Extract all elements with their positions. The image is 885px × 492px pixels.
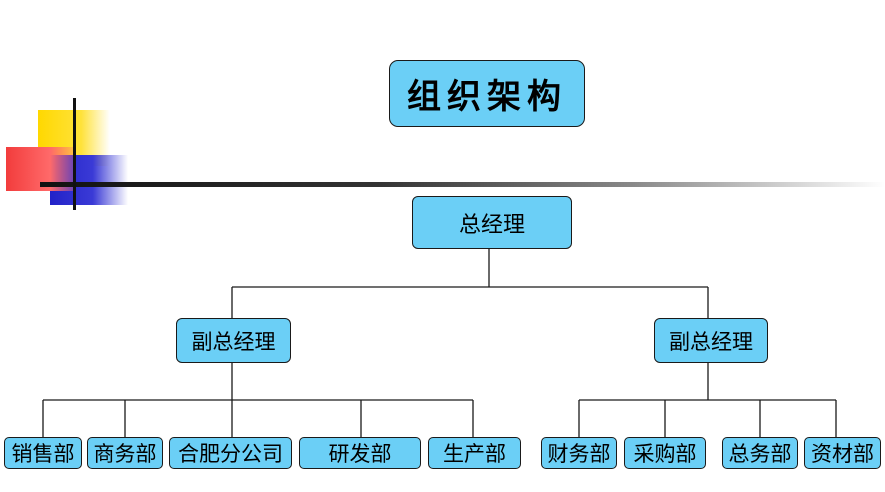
- decor-vertical-line: [73, 98, 76, 210]
- node-label: 销售部: [11, 442, 75, 466]
- node-label: 生产部: [443, 442, 506, 466]
- node-label: 副总经理: [669, 329, 753, 354]
- node-label: 商务部: [93, 442, 157, 466]
- decor-horizontal-rule: [40, 182, 885, 187]
- node-dept-finance: 财务部: [541, 437, 617, 469]
- node-dept-general-affairs: 总务部: [722, 437, 798, 469]
- title-box: 组织架构: [389, 60, 585, 127]
- node-label: 总务部: [728, 442, 792, 466]
- node-label: 采购部: [633, 442, 697, 466]
- node-general-manager: 总经理: [412, 196, 572, 249]
- node-dept-production: 生产部: [428, 437, 521, 469]
- node-label: 研发部: [328, 442, 392, 466]
- node-dept-purchasing: 采购部: [624, 437, 706, 469]
- node-vice-manager-left: 副总经理: [176, 318, 291, 363]
- node-label: 副总经理: [191, 329, 276, 354]
- node-label: 资材部: [811, 442, 874, 466]
- node-label: 总经理: [458, 212, 525, 238]
- node-dept-materials: 资材部: [804, 437, 881, 469]
- node-label: 财务部: [547, 442, 611, 466]
- node-dept-rnd: 研发部: [299, 437, 421, 469]
- node-label: 合肥分公司: [178, 442, 283, 466]
- node-dept-business: 商务部: [87, 437, 163, 469]
- node-dept-sales: 销售部: [4, 437, 82, 469]
- node-dept-hefei-branch: 合肥分公司: [169, 437, 292, 469]
- node-vice-manager-right: 副总经理: [654, 318, 768, 363]
- page-title: 组织架构: [407, 77, 567, 117]
